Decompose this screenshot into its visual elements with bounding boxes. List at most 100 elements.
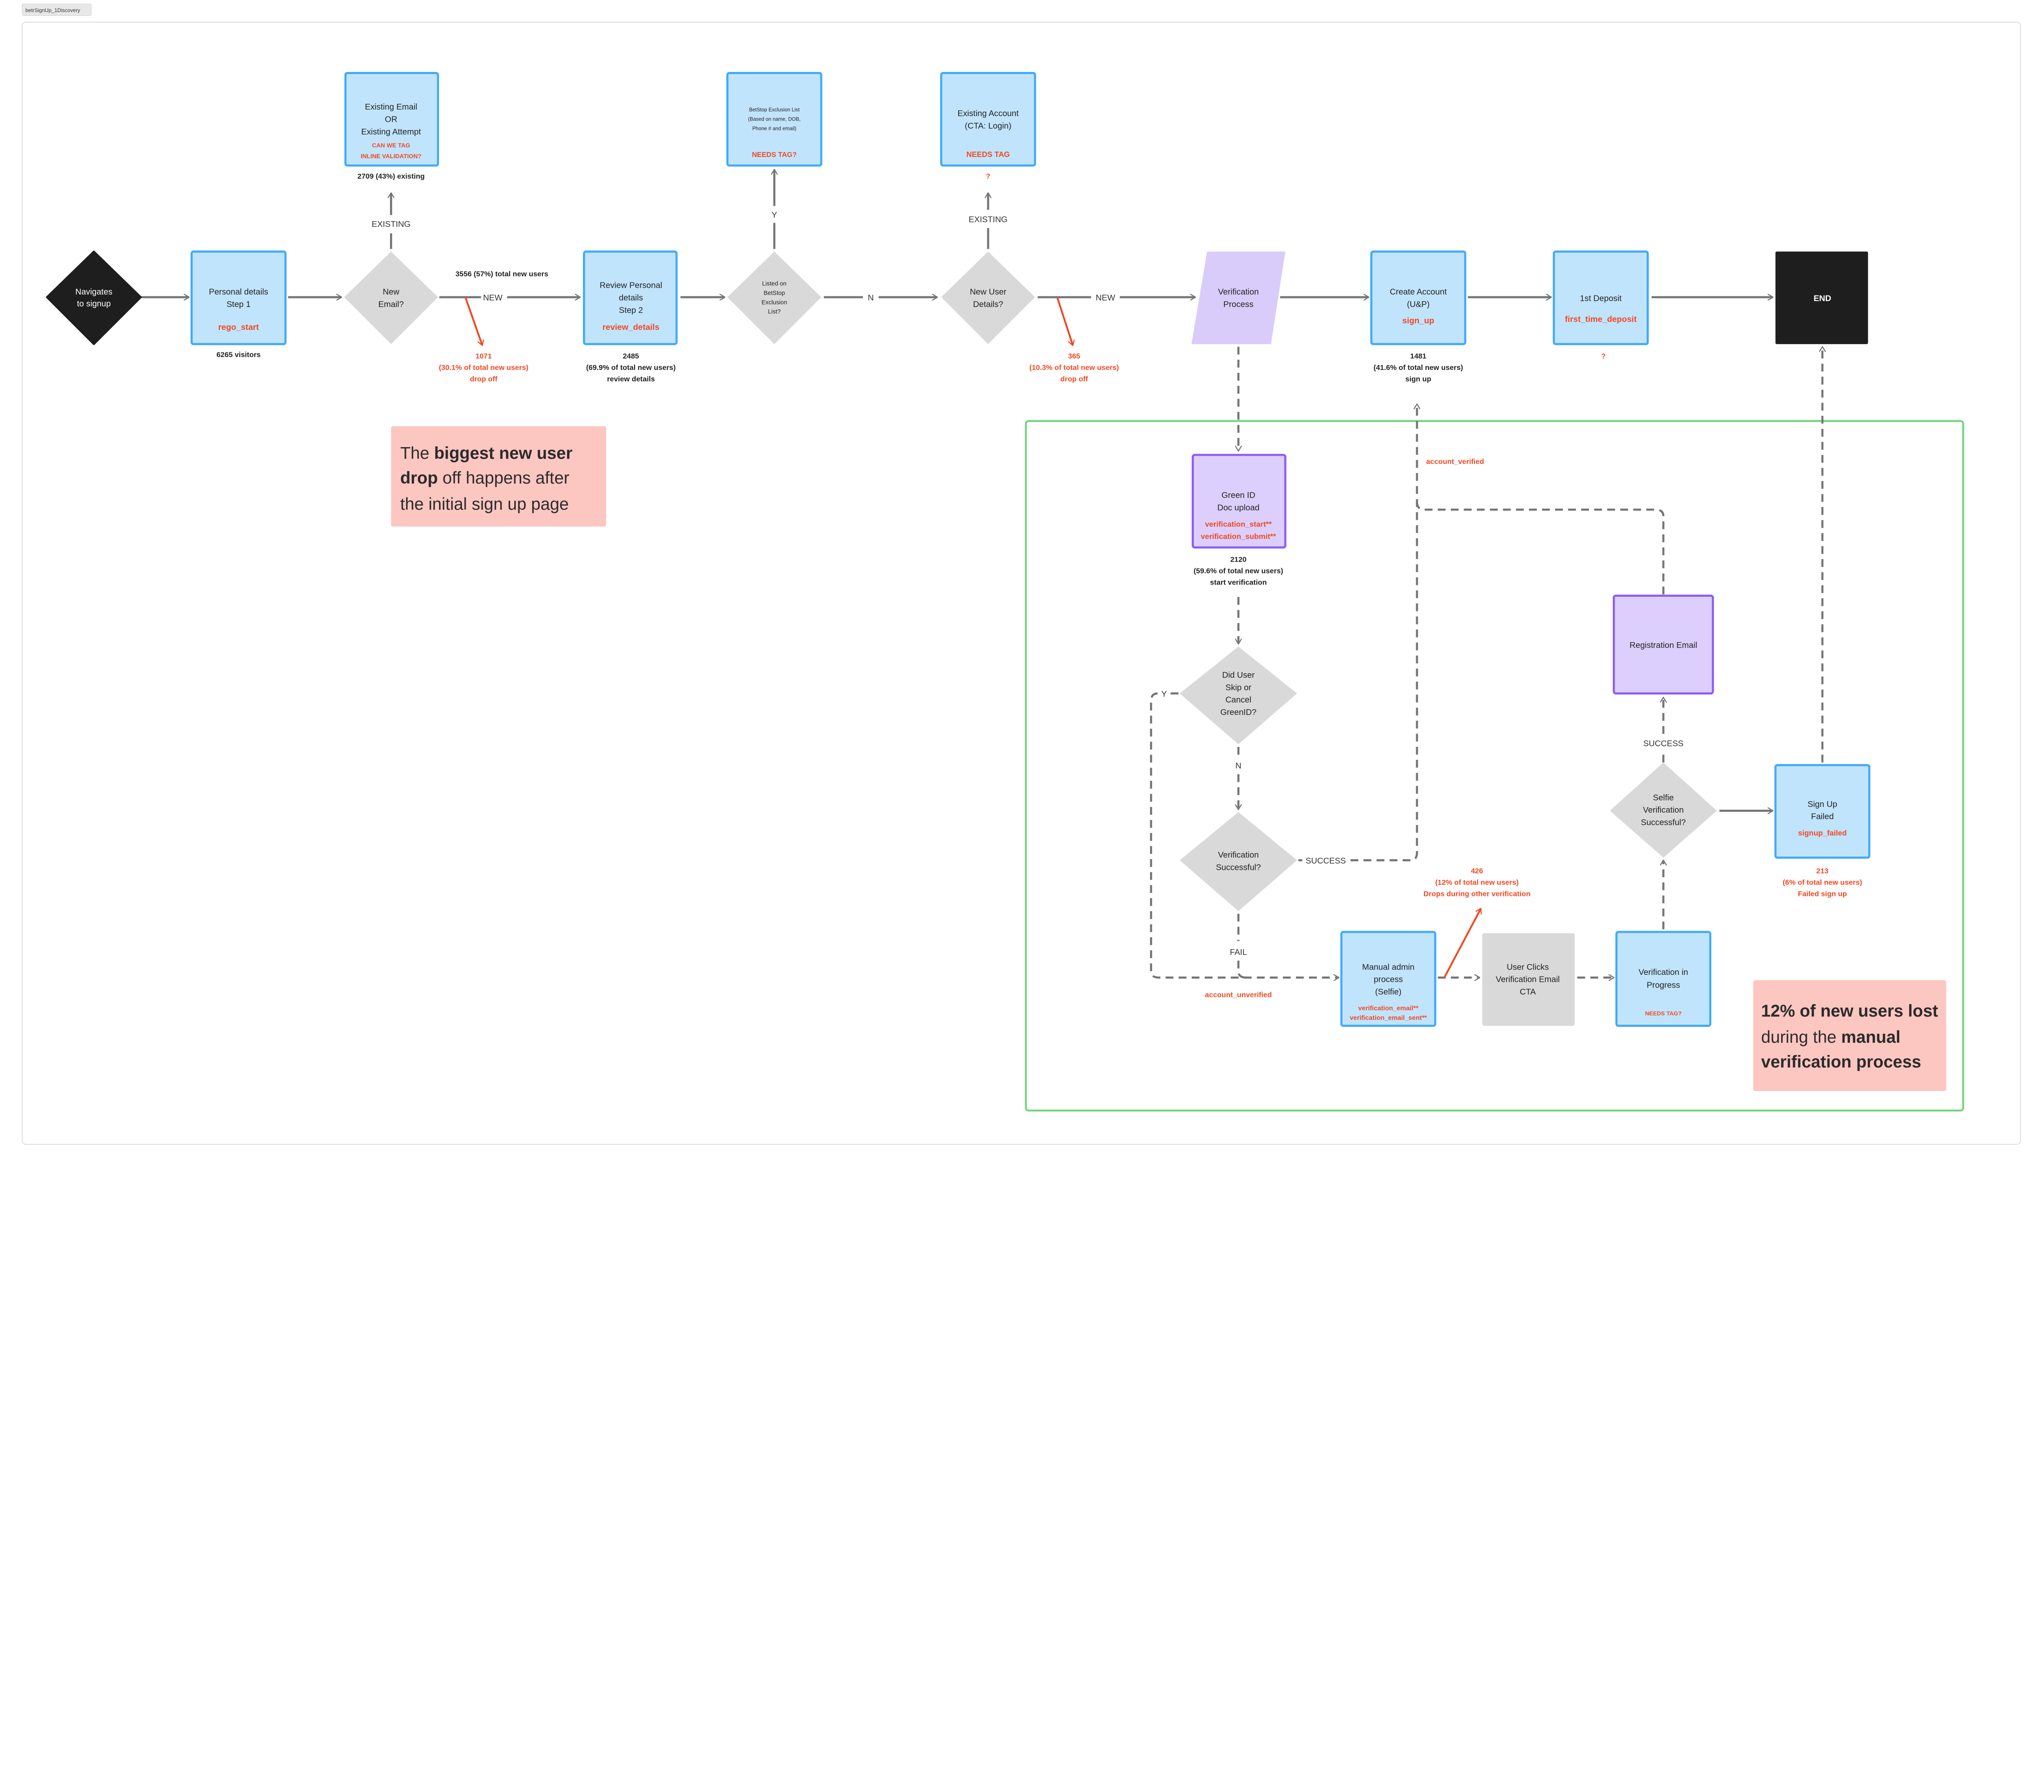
node-text: Review Personal (600, 281, 662, 290)
event-tag: signup_failed (1798, 829, 1847, 837)
node-stat: 213 (1816, 867, 1829, 875)
event-tag: verification_email_sent** (1350, 1015, 1427, 1021)
node-text: Existing Email (365, 103, 417, 112)
event-account-verified: account_verified (1426, 457, 1484, 466)
event-account-unverified: account_unverified (1205, 990, 1272, 999)
node-create-account[interactable]: Create Account(U&P) sign_up (1370, 250, 1466, 345)
event-tag: sign_up (1402, 316, 1434, 325)
callout-line: verification process (1761, 1052, 1921, 1071)
frame (21, 21, 2021, 1145)
svg-text:Create Account(U&P): Create Account(U&P) (1390, 288, 1447, 309)
dropoff-label: drop off (1060, 375, 1088, 383)
svg-text:verification_start**verificati: verification_start**verification_submit*… (1201, 520, 1276, 540)
verification-group-border (1025, 420, 1964, 1112)
callout-text: off happens after (438, 468, 569, 487)
node-text: (Based on name, DOB, (748, 116, 800, 122)
frame-label-text: betrSignUp_1Discovery (25, 7, 81, 13)
edge-label-no: N (1235, 762, 1242, 771)
node-registration-email[interactable]: Registration Email (1613, 594, 1714, 694)
node-stat: ? (1601, 352, 1606, 360)
dropoff-percent: (10.3% of total new users) (1029, 363, 1119, 372)
node-text: Verification Email (1496, 975, 1560, 984)
callout-line: during the manual (1761, 1027, 1901, 1046)
node-first-deposit[interactable]: 1st Deposit first_time_deposit (1553, 250, 1649, 345)
node-text: Failed (1811, 812, 1834, 821)
node-text: Listed on (762, 280, 786, 287)
event-tag: rego_start (218, 323, 259, 332)
node-text: OR (385, 115, 397, 124)
node-text: Sign Up (1808, 800, 1838, 809)
node-stat: ? (986, 172, 991, 180)
svg-text:426(12% of total new users)Dro: 426(12% of total new users)Drops during … (1423, 867, 1531, 898)
callout-line: drop off happens after (400, 468, 569, 487)
node-text: Email? (378, 300, 403, 309)
frame-label[interactable]: betrSignUp_1Discovery (22, 4, 92, 16)
node-text: Verification (1643, 806, 1684, 815)
node-text: Successful? (1641, 818, 1686, 827)
node-stat: (41.6% of total new users) (1374, 363, 1463, 372)
dropoff-percent: (12% of total new users) (1435, 878, 1519, 887)
node-text: Step 2 (619, 306, 643, 315)
line-fail (1237, 914, 1246, 979)
node-text: Progress (1647, 981, 1680, 990)
flowchart-canvas: betrSignUp_1Discovery The biggest new us… (21, 4, 2021, 1145)
node-stat: (6% of total new users) (1783, 878, 1862, 887)
node-text: Personal details (209, 288, 268, 297)
node-end[interactable]: END (1775, 251, 1868, 344)
node-text: Details? (973, 300, 1003, 309)
svg-text:verification_email**verificati: verification_email**verification_email_s… (1350, 1005, 1427, 1021)
node-sign-up-failed[interactable]: Sign Up Failed signup_failed (1774, 764, 1871, 859)
node-stat: review details (607, 375, 655, 383)
callout-text: during the (1761, 1027, 1841, 1046)
node-text: Skip or (1226, 683, 1252, 692)
event-tag: NEEDS TAG (966, 150, 1010, 159)
node-verification-in-progress[interactable]: Verification in Progress NEEDS TAG? (1615, 931, 1712, 1027)
node-text: Existing Account (957, 109, 1019, 118)
dropoff-count: 426 (1471, 867, 1483, 875)
node-stat: sign up (1405, 375, 1432, 383)
event-tag: NEEDS TAG? (1645, 1010, 1681, 1017)
callout-text-bold: biggest new user (434, 443, 572, 462)
node-text: Verification in (1638, 968, 1688, 977)
node-text: CTA (1520, 988, 1536, 997)
svg-text:2485(69.9% of total new users): 2485(69.9% of total new users)review det… (586, 352, 676, 383)
dropoff-label: drop off (470, 375, 497, 383)
callout-biggest-dropoff: The biggest new user drop off happens af… (391, 426, 606, 527)
new-users-total: 3556 (57%) total new users (455, 270, 548, 278)
node-betstop-exclusion-list[interactable]: BetStop Exclusion List(Based on name, DO… (726, 72, 823, 167)
node-text: Selfie (1653, 793, 1674, 802)
connectors (141, 170, 1822, 978)
node-text: Doc upload (1217, 503, 1260, 512)
node-text: Cancel (1226, 696, 1251, 705)
edge-label-new: NEW (1096, 293, 1115, 302)
node-text: details (619, 293, 643, 302)
node-stat: start verification (1210, 578, 1267, 586)
event-tag: verification_start** (1205, 520, 1272, 528)
node-existing-account[interactable]: Existing Account(CTA: Login) NEEDS TAG (940, 72, 1036, 167)
callout-text-bold: drop (400, 468, 438, 487)
node-stat: Failed sign up (1798, 890, 1847, 898)
